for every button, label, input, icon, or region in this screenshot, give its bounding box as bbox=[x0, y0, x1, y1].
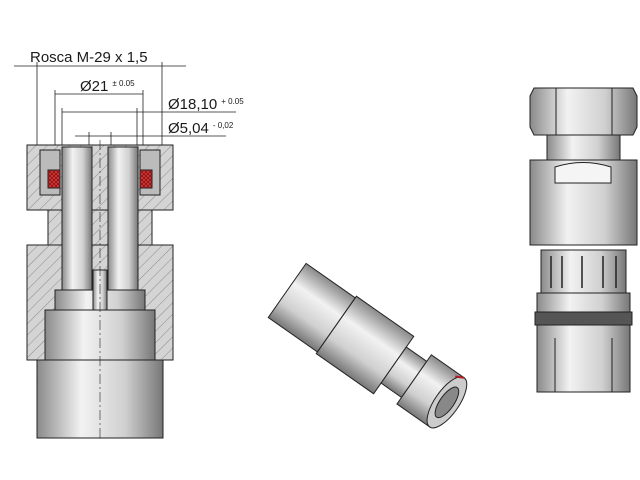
dimension-d21 bbox=[54, 90, 144, 150]
d18-label: Ø18,10+ 0.05 bbox=[168, 96, 244, 113]
d21-label: Ø21± 0.05 bbox=[80, 78, 135, 95]
thread-label: Rosca M-29 x 1,5 bbox=[30, 49, 148, 66]
exploded-view bbox=[529, 87, 638, 393]
isometric-view bbox=[267, 262, 468, 429]
dimension-thread bbox=[14, 62, 186, 150]
dimension-d18 bbox=[61, 108, 236, 150]
d5-label: Ø5,04- 0,02 bbox=[168, 120, 234, 137]
section-view bbox=[26, 140, 174, 440]
